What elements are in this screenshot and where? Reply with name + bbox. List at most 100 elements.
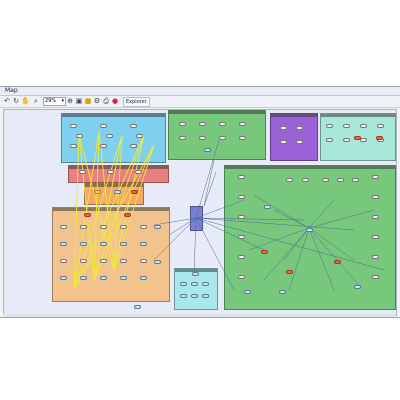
map-canvas[interactable]: [3, 109, 397, 316]
map-node[interactable]: [280, 126, 287, 130]
map-node[interactable]: [154, 225, 161, 229]
map-node[interactable]: [94, 190, 101, 194]
map-node[interactable]: [204, 148, 211, 152]
map-node[interactable]: [80, 225, 87, 229]
map-node[interactable]: [261, 250, 268, 254]
map-node[interactable]: [84, 213, 91, 217]
explorer-button[interactable]: Explorer: [123, 97, 150, 107]
map-group-purple[interactable]: [270, 113, 318, 161]
filter-icon[interactable]: ▣: [75, 97, 83, 105]
map-node[interactable]: [238, 215, 245, 219]
zoom-in-icon[interactable]: ⊕: [67, 97, 73, 105]
map-node[interactable]: [124, 213, 131, 217]
map-node[interactable]: [202, 294, 209, 298]
map-node[interactable]: [296, 126, 303, 130]
map-node[interactable]: [136, 134, 143, 138]
map-node[interactable]: [337, 178, 344, 182]
map-node[interactable]: [280, 140, 287, 144]
map-node[interactable]: [179, 136, 186, 140]
settings-icon[interactable]: ⚙: [93, 97, 101, 105]
export-icon[interactable]: ●: [111, 97, 119, 105]
map-node[interactable]: [107, 170, 114, 174]
map-node[interactable]: [239, 136, 246, 140]
map-node[interactable]: [191, 294, 198, 298]
map-node[interactable]: [180, 282, 187, 286]
map-node[interactable]: [239, 122, 246, 126]
back-icon[interactable]: ↶: [4, 97, 10, 105]
map-node[interactable]: [219, 122, 226, 126]
map-node[interactable]: [296, 140, 303, 144]
map-node[interactable]: [343, 124, 350, 128]
map-node[interactable]: [80, 259, 87, 263]
map-node[interactable]: [279, 290, 286, 294]
map-node[interactable]: [70, 124, 77, 128]
map-node[interactable]: [100, 144, 107, 148]
map-node[interactable]: [130, 124, 137, 128]
map-node[interactable]: [352, 178, 359, 182]
map-node[interactable]: [238, 255, 245, 259]
map-node[interactable]: [60, 242, 67, 246]
map-node[interactable]: [302, 178, 309, 182]
map-node[interactable]: [377, 124, 384, 128]
map-node[interactable]: [154, 260, 161, 264]
map-node[interactable]: [192, 272, 199, 276]
map-node[interactable]: [238, 275, 245, 279]
map-node[interactable]: [202, 282, 209, 286]
map-node[interactable]: [140, 242, 147, 246]
map-node[interactable]: [131, 190, 138, 194]
hand-icon[interactable]: ✋: [21, 97, 30, 105]
map-node[interactable]: [100, 276, 107, 280]
map-node[interactable]: [180, 294, 187, 298]
map-group-teal-small[interactable]: [174, 268, 218, 310]
map-node[interactable]: [76, 134, 83, 138]
map-node[interactable]: [60, 225, 67, 229]
map-node[interactable]: [100, 225, 107, 229]
map-node[interactable]: [100, 124, 107, 128]
map-node[interactable]: [199, 122, 206, 126]
map-node[interactable]: [219, 136, 226, 140]
map-node[interactable]: [238, 235, 245, 239]
map-node[interactable]: [140, 259, 147, 263]
map-node[interactable]: [120, 242, 127, 246]
map-node[interactable]: [286, 270, 293, 274]
map-node[interactable]: [100, 242, 107, 246]
map-node[interactable]: [326, 138, 333, 142]
map-node[interactable]: [322, 178, 329, 182]
map-node[interactable]: [199, 136, 206, 140]
map-node[interactable]: [80, 276, 87, 280]
map-node[interactable]: [130, 144, 137, 148]
map-node[interactable]: [334, 260, 341, 264]
map-node[interactable]: [120, 225, 127, 229]
map-node[interactable]: [372, 195, 379, 199]
map-node[interactable]: [372, 175, 379, 179]
map-group-green-top[interactable]: [168, 110, 266, 160]
zoom-select[interactable]: 29% ▾: [43, 97, 66, 106]
map-node[interactable]: [264, 205, 271, 209]
map-node[interactable]: [79, 170, 86, 174]
map-node[interactable]: [376, 136, 383, 140]
map-node[interactable]: [60, 276, 67, 280]
map-node[interactable]: [120, 276, 127, 280]
map-group-orange-small[interactable]: [84, 183, 144, 205]
map-node[interactable]: [140, 276, 147, 280]
map-node[interactable]: [135, 170, 142, 174]
map-node[interactable]: [326, 124, 333, 128]
refresh-icon[interactable]: ↻: [13, 97, 19, 105]
map-node[interactable]: [354, 136, 361, 140]
map-node[interactable]: [372, 255, 379, 259]
horizontal-scrollbar[interactable]: [3, 314, 395, 317]
map-node[interactable]: [70, 144, 77, 148]
map-node[interactable]: [179, 122, 186, 126]
map-node[interactable]: [114, 190, 121, 194]
print-icon[interactable]: ⎙: [103, 97, 109, 105]
map-node[interactable]: [360, 138, 367, 142]
highlight-icon[interactable]: ■: [84, 97, 92, 105]
map-node[interactable]: [244, 290, 251, 294]
map-node[interactable]: [238, 195, 245, 199]
map-node[interactable]: [372, 235, 379, 239]
map-node[interactable]: [343, 138, 350, 142]
map-node[interactable]: [306, 228, 313, 232]
map-node[interactable]: [360, 124, 367, 128]
map-node[interactable]: [372, 275, 379, 279]
map-node[interactable]: [238, 175, 245, 179]
